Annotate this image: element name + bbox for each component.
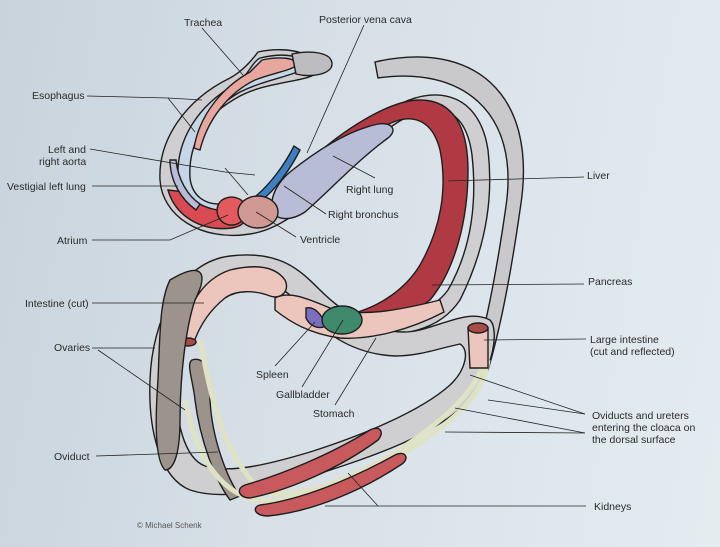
label-pancreas: Pancreas	[588, 276, 632, 288]
leader-aorta	[89, 148, 256, 176]
leader-pancreas	[431, 283, 585, 286]
label-kidneys: Kidneys	[594, 501, 631, 513]
head-tip	[291, 51, 333, 77]
leader-oviducts-2	[487, 399, 586, 415]
oviduct	[197, 339, 488, 496]
label-atrium: Atrium	[57, 235, 88, 247]
intestine	[181, 266, 288, 343]
label-ventricle: Ventricle	[300, 234, 340, 246]
label-posterior-vena-cava: Posterior vena cava	[319, 14, 412, 26]
large-intestine	[467, 327, 489, 369]
label-liver: Liver	[587, 170, 610, 182]
leader-spleen	[274, 321, 316, 367]
leader-esophagus	[86, 95, 203, 101]
label-aorta-line1: Left and	[48, 144, 86, 156]
label-aorta-line2: right aorta	[39, 156, 86, 168]
leader-right-bronchus	[283, 185, 327, 215]
label-trachea: Trachea	[184, 17, 222, 29]
leader-oviducts-4	[444, 431, 586, 434]
label-oviduct: Oviduct	[54, 451, 90, 463]
leader-trachea	[201, 27, 244, 76]
leader-right-lung	[332, 155, 376, 179]
label-stomach: Stomach	[313, 408, 355, 420]
label-oviducts-line3: the dorsal surface	[592, 434, 676, 446]
leader-oviduct	[95, 451, 219, 457]
label-large-intestine-line1: Large intestine	[590, 334, 659, 346]
credit: © Michael Schenk	[137, 521, 203, 530]
label-spleen: Spleen	[256, 369, 289, 381]
leader-oviducts-1	[469, 374, 586, 415]
leader-aorta-2	[224, 167, 249, 196]
label-right-lung: Right lung	[346, 184, 393, 196]
label-gallbladder: Gallbladder	[276, 389, 330, 401]
leader-large-intestine	[483, 338, 587, 341]
leader-ventricle	[255, 211, 297, 238]
label-oviducts-line1: Oviducts and ureters	[592, 410, 689, 422]
label-large-intestine-line2: (cut and reflected)	[590, 346, 675, 358]
leader-atrium	[92, 214, 229, 241]
label-esophagus: Esophagus	[32, 90, 85, 102]
leader-oviducts-3	[454, 407, 586, 434]
label-ovaries: Ovaries	[54, 342, 90, 354]
leader-stomach	[334, 337, 377, 406]
kidney-1	[238, 427, 382, 499]
label-intestine-cut: Intestine (cut)	[25, 298, 89, 310]
leader-ovaries-2	[97, 349, 186, 411]
label-vestigial-left-lung: Vestigial left lung	[7, 181, 86, 193]
label-oviducts-line2: entering the cloaca on	[592, 422, 695, 434]
leader-liver	[447, 176, 585, 182]
leader-kidneys-2	[347, 472, 379, 507]
kidney-2	[254, 452, 407, 517]
label-right-bronchus: Right bronchus	[328, 209, 399, 221]
large-intestine-cut-end	[467, 322, 489, 334]
ventricle	[237, 195, 279, 229]
ovary-1	[155, 269, 203, 471]
right-lung	[271, 123, 394, 220]
gallbladder	[321, 305, 363, 335]
leader-esophagus-2	[167, 97, 196, 133]
vestigial-left-lung	[169, 159, 201, 211]
leader-posterior-vena-cava	[306, 24, 365, 154]
leader-gallbladder	[301, 319, 344, 388]
